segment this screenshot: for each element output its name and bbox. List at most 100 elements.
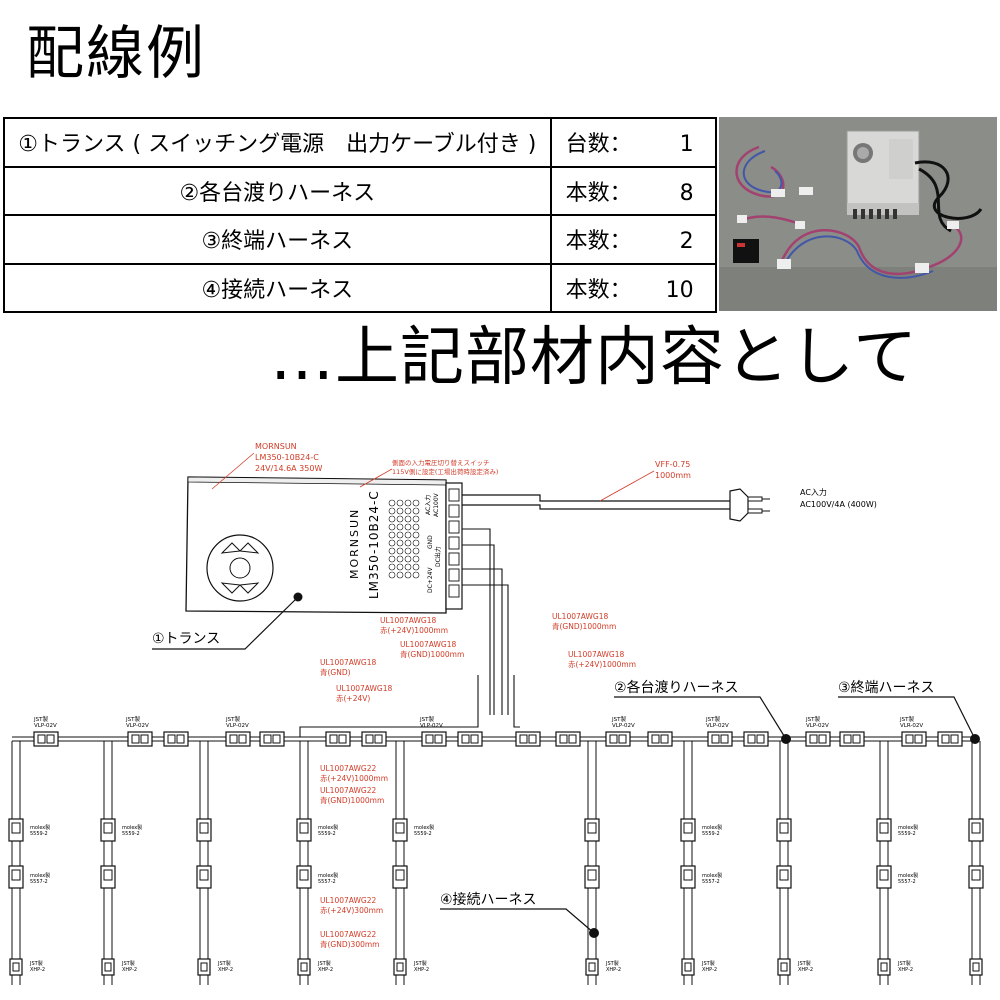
ac-cable-type: VFF-0.75 (655, 460, 690, 469)
xhp-part-labels: JST製 XHP-2 JST製 XHP-2 JST製 XHP-2 JST製 XH… (29, 960, 913, 973)
psu-out-b-1: UL1007AWG18 (552, 612, 608, 621)
branch-24-1: UL1007AWG18 (336, 684, 392, 693)
conn-label-a: JST製 (805, 715, 820, 723)
part-count-label: 本数： (565, 180, 632, 206)
ac-cable-length: 1000mm (655, 471, 691, 480)
bus-connectors (33, 731, 963, 747)
connector-part-labels: JST製 VLP-02V JST製 VLP-02V JST製 VLP-02V J… (33, 715, 923, 729)
psu-out-b-2: 青(GND)1000mm (552, 621, 616, 631)
xhp-label-b: XHP-2 (606, 967, 621, 973)
molex-label-b: 5559-2 (702, 831, 720, 837)
part-count: 本数： 10 (549, 262, 718, 313)
molex-label-c: 5557-2 (30, 879, 48, 885)
part-count: 本数：2 (549, 214, 718, 265)
table-row: ④接続ハーネス 本数：10 (3, 262, 718, 313)
parts-table: ①トランス ( スイッチング電源 出力ケーブル付き ) 台数： 1 ②各台渡りハー… (3, 117, 718, 313)
conn-label-a: JST製 (33, 715, 48, 723)
xhp-label-b: XHP-2 (414, 967, 429, 973)
molex-label-b: 5559-2 (414, 831, 432, 837)
molex-label-b: 5559-2 (318, 831, 336, 837)
molex-label-c: 5557-2 (318, 879, 336, 885)
xhp-label-a: JST製 (797, 960, 811, 967)
psu-out-c-2: 赤(+24V)1000mm (568, 660, 636, 669)
terminal-gnd-label: GND (427, 535, 434, 549)
xhp-label-b: XHP-2 (898, 967, 913, 973)
conn-label-a: JST製 (611, 715, 626, 723)
connection-harness-label: ④接続ハーネス (440, 891, 537, 908)
molex-label-b: 5559-2 (122, 831, 140, 837)
xhp-label-a: JST製 (29, 960, 43, 967)
table-row: ①トランス ( スイッチング電源 出力ケーブル付き ) 台数： 1 (3, 117, 718, 168)
molex-label-a: molex製 (702, 824, 722, 831)
conn-label-b: VLP-02V (612, 723, 635, 729)
short-gnd-2: 青(GND)300mm (320, 939, 379, 949)
page-title: 配線例 (26, 19, 207, 87)
part-count: 本数：8 (549, 165, 718, 216)
part-name: ③終端ハーネス (3, 214, 552, 265)
switch-note-1: 側面の入力電圧切り替えスイッチ (392, 458, 490, 467)
conn-label-b: VLP-02V (806, 723, 829, 729)
short-gnd-1: UL1007AWG22 (320, 930, 376, 939)
ac-input-label: AC入力 (800, 487, 827, 497)
psu-out-c-1: UL1007AWG18 (568, 650, 624, 659)
psu-output-wires (299, 528, 520, 737)
product-photo-illustration (719, 117, 997, 311)
molex-label-a: molex製 (318, 872, 338, 879)
molex-part-labels: molex製 5559-2 molex製 5559-2 molex製 5559-… (30, 824, 918, 885)
drop-gnd-1: UL1007AWG22 (320, 786, 376, 795)
drop-24-1: UL1007AWG22 (320, 764, 376, 773)
conn-label-a: JST製 (899, 715, 914, 723)
psu-photo (846, 130, 920, 219)
psu-maker-line2: LM350-10B24-C (255, 453, 319, 462)
conn-label-b: VLP-02V (34, 723, 57, 729)
xhp-label-a: JST製 (317, 960, 331, 967)
power-supply: MORNSUN LM350-10B24-C AC入力 AC100V GND DC… (185, 476, 463, 614)
molex-label-c: 5557-2 (702, 879, 720, 885)
psu-out-a-3: UL1007AWG18 (400, 640, 456, 649)
molex-label-a: molex製 (702, 872, 722, 879)
part-name: ②各台渡りハーネス (3, 165, 552, 216)
molex-label-a: molex製 (414, 824, 434, 831)
part-count-label: 本数： (565, 277, 632, 303)
psu-body-brand: MORNSUN (348, 508, 361, 579)
psu-maker-line3: 24V/14.6A 350W (255, 464, 322, 473)
part-count-label: 台数： (565, 132, 632, 158)
molex-label-a: molex製 (898, 824, 918, 831)
xhp-connectors (9, 958, 983, 976)
molex-label-a: molex製 (30, 872, 50, 879)
conn-label-b: VLR-02V (900, 723, 923, 729)
wiring-diagram: MORNSUN LM350-10B24-C AC入力 AC100V GND DC… (8, 442, 984, 985)
xhp-label-b: XHP-2 (122, 967, 137, 973)
molex-label-b: 5559-2 (30, 831, 48, 837)
conn-label-a: JST製 (125, 715, 140, 723)
switch-note-2: 115V側に設定(工場出荷時設定済み) (392, 467, 498, 476)
molex-label-c: 5557-2 (898, 879, 916, 885)
psu-maker-line1: MORNSUN (255, 442, 297, 451)
xhp-label-a: JST製 (605, 960, 619, 967)
part-count-value: 2 (679, 229, 694, 255)
psu-out-a-2: 赤(+24V)1000mm (380, 626, 448, 635)
terminal-dc-label: DC+24V (427, 567, 434, 593)
molex-label-a: molex製 (318, 824, 338, 831)
relay-harness-label: ②各台渡りハーネス (614, 680, 739, 696)
ac-cable (462, 488, 770, 522)
part-count-value: 10 (665, 277, 694, 303)
part-count: 台数： 1 (549, 117, 718, 168)
drop-24-2: 赤(+24V)1000mm (320, 774, 388, 783)
xhp-label-a: JST製 (217, 960, 231, 967)
terminal-out-label: DC出力 (434, 546, 442, 567)
fan-icon (206, 534, 274, 602)
xhp-label-b: XHP-2 (318, 967, 333, 973)
drop-gnd-2: 青(GND)1000mm (320, 795, 384, 805)
conn-label-b: VLP-02V (706, 723, 729, 729)
table-row: ③終端ハーネス 本数：2 (3, 214, 718, 265)
xhp-label-b: XHP-2 (30, 967, 45, 973)
psu-out-a-4: 青(GND)1000mm (400, 649, 464, 659)
xhp-label-a: JST製 (897, 960, 911, 967)
part-name: ①トランス ( スイッチング電源 出力ケーブル付き ) (3, 117, 552, 168)
subtitle: …上記部材内容として (270, 321, 919, 395)
part-count-value: 1 (679, 132, 694, 158)
psu-body-model: LM350-10B24-C (367, 490, 381, 599)
conn-label-b: VLP-02V (420, 723, 443, 729)
table-row: ②各台渡りハーネス 本数：8 (3, 165, 718, 216)
